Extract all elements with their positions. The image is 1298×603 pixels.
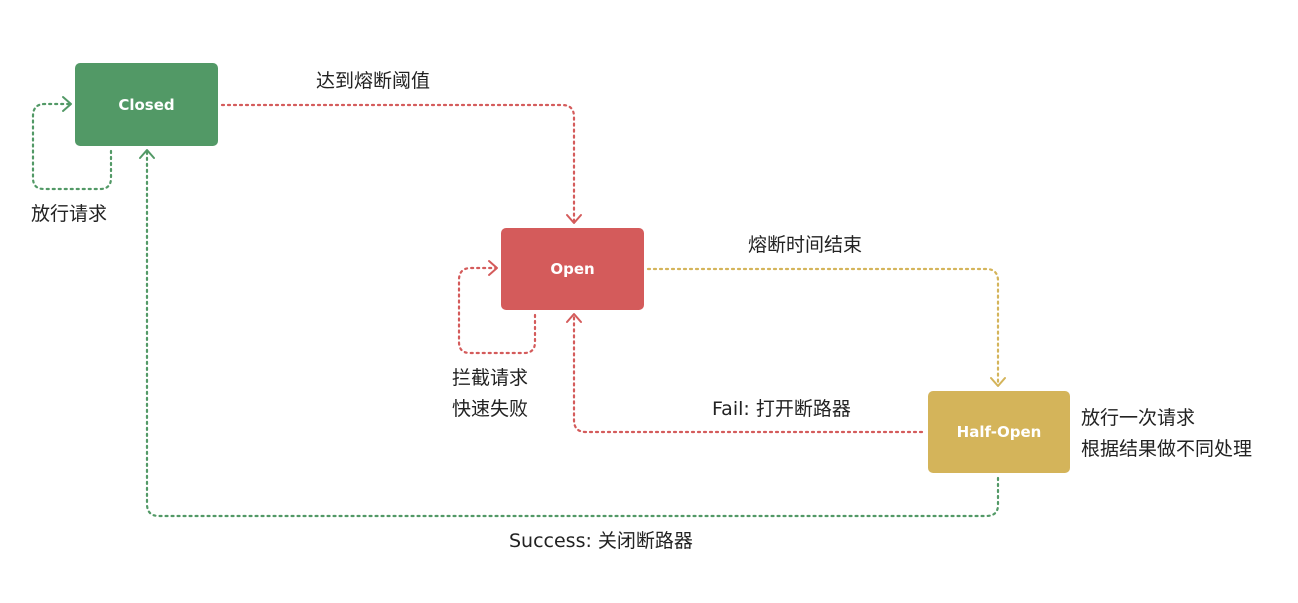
arrowhead-open-left bbox=[488, 260, 498, 276]
edge-open-to-halfopen bbox=[646, 267, 1000, 387]
arrowhead-halfopen-top bbox=[990, 377, 1006, 387]
edge-halfopen-to-closed bbox=[145, 150, 1000, 518]
label-timeout-end: 熔断时间结束 bbox=[748, 234, 863, 256]
label-half-open-note-line-1: 放行一次请求 bbox=[1081, 407, 1196, 429]
label-closed-loop: 放行请求 bbox=[31, 203, 108, 225]
state-open: Open bbox=[501, 228, 644, 310]
arrowhead-closed-left bbox=[62, 96, 72, 112]
loop-closed bbox=[31, 102, 113, 191]
state-half-open: Half-Open bbox=[928, 391, 1070, 473]
loop-open bbox=[457, 266, 537, 355]
label-fail: Fail: 打开断路器 bbox=[712, 398, 851, 420]
label-threshold-reached: 达到熔断阈值 bbox=[316, 70, 431, 92]
arrowhead-closed-bottom bbox=[139, 149, 155, 159]
arrowhead-open-bottom bbox=[566, 313, 582, 323]
state-closed: Closed bbox=[75, 63, 218, 146]
label-open-loop-line-2: 快速失败 bbox=[452, 398, 529, 420]
label-half-open-note-line-2: 根据结果做不同处理 bbox=[1081, 438, 1253, 460]
edge-halfopen-to-open bbox=[572, 314, 924, 434]
label-success: Success: 关闭断路器 bbox=[509, 530, 693, 552]
edge-closed-to-open bbox=[220, 103, 576, 224]
arrowhead-open-top bbox=[566, 214, 582, 224]
label-open-loop-line-1: 拦截请求 bbox=[452, 367, 529, 389]
